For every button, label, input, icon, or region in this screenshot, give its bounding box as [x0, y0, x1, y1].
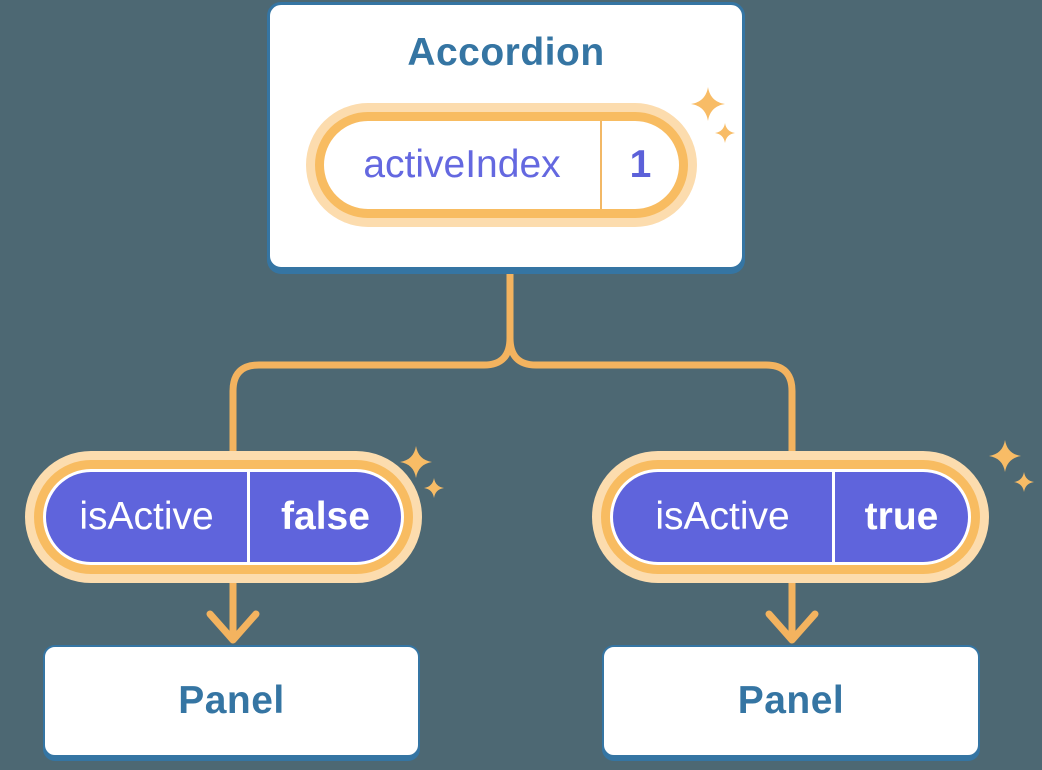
state-pill-activeindex: activeIndex 1 — [315, 112, 688, 218]
state-value-label: 1 — [629, 143, 652, 186]
connector-branch-left — [229, 334, 514, 640]
prop-value-label: true — [864, 495, 939, 538]
sparkle-icon — [691, 87, 725, 121]
prop-name-label: isActive — [655, 495, 790, 538]
panel-component-box-right: Panel — [602, 645, 980, 757]
sparkle-icon — [715, 123, 735, 143]
panel-title: Panel — [737, 679, 845, 722]
accordion-title: Accordion — [407, 31, 605, 74]
prop-pill-isactive-false: isActive false — [34, 460, 413, 574]
sparkle-icon — [424, 478, 444, 498]
prop-pill-body: isActive true — [613, 472, 968, 562]
prop-pill-body: isActive false — [46, 472, 401, 562]
panel-title: Panel — [178, 679, 285, 722]
connector-branch-right — [506, 334, 796, 640]
state-pill-body: activeIndex 1 — [324, 121, 679, 209]
prop-value-label: false — [281, 495, 370, 538]
sparkle-icon — [1014, 472, 1034, 492]
prop-pill-isactive-true: isActive true — [601, 460, 980, 574]
sparkle-icon — [400, 446, 432, 478]
state-pill-divider — [600, 121, 602, 209]
prop-pill-divider — [832, 472, 835, 562]
prop-pill-divider — [247, 472, 250, 562]
prop-name-label: isActive — [79, 495, 214, 538]
sparkle-icon — [989, 440, 1021, 472]
arrow-down-right-icon — [765, 610, 819, 644]
state-name-label: activeIndex — [363, 143, 561, 186]
arrow-down-left-icon — [206, 610, 260, 644]
panel-component-box-left: Panel — [43, 645, 420, 757]
